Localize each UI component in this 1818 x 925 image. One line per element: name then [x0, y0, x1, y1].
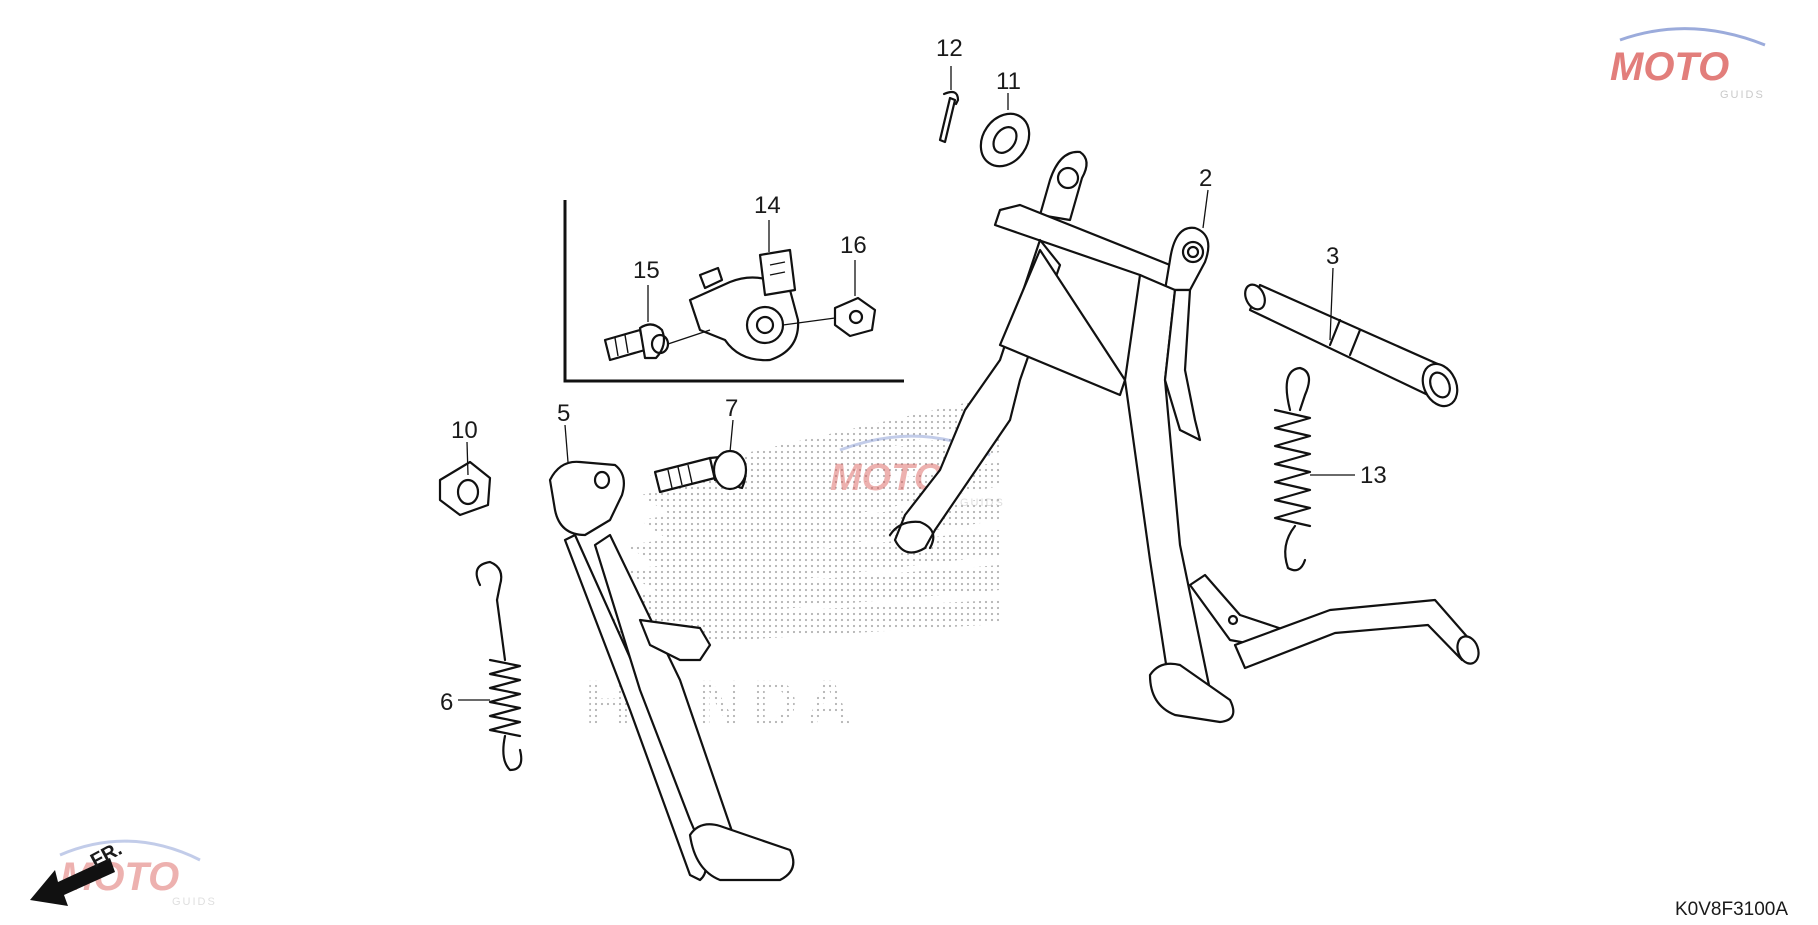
- washer: [979, 112, 1031, 168]
- switch-bolt: [603, 323, 670, 362]
- callout-10: 10: [451, 417, 478, 444]
- callout-14: 14: [754, 192, 781, 219]
- flange-nut: [438, 460, 492, 517]
- svg-text:MOTO: MOTO: [1610, 45, 1729, 89]
- diagram-code: K0V8F3100A: [1675, 899, 1788, 920]
- stand-spring-6: [475, 560, 523, 772]
- moto-guids-watermark-top-right: MOTO GUIDS: [1610, 27, 1766, 101]
- callout-15: 15: [633, 257, 660, 284]
- svg-text:GUIDS: GUIDS: [1720, 89, 1765, 101]
- callout-16: 16: [840, 232, 867, 259]
- svg-text:GUIDS: GUIDS: [172, 896, 217, 908]
- main-stand: [888, 150, 1480, 724]
- callout-2: 2: [1199, 165, 1212, 192]
- cotter-pin: [938, 90, 960, 144]
- callout-5: 5: [557, 400, 570, 427]
- callout-7: 7: [725, 395, 738, 422]
- callout-11: 11: [996, 68, 1021, 95]
- svg-text:GUIDS: GUIDS: [960, 497, 1005, 509]
- pivot-bolt: [653, 449, 748, 494]
- callout-13: 13: [1360, 462, 1387, 489]
- leader-lines: [458, 66, 1355, 701]
- callout-6: 6: [440, 689, 453, 716]
- pivot-shaft: [1244, 283, 1459, 408]
- callout-12: 12: [936, 35, 963, 62]
- moto-guids-watermark-bottom-left: MOTO GUIDS: [59, 839, 217, 908]
- side-stand-switch: [688, 248, 800, 362]
- side-stand: [548, 460, 795, 882]
- inset-frame: [563, 200, 904, 383]
- arrow-icon: [30, 858, 115, 906]
- callout-labels: 2 3 5 6 7 10 11 12 13 14 15 16: [440, 35, 1387, 716]
- stand-spring-13: [1273, 366, 1312, 572]
- callout-3: 3: [1326, 243, 1339, 270]
- switch-nut: [833, 296, 877, 338]
